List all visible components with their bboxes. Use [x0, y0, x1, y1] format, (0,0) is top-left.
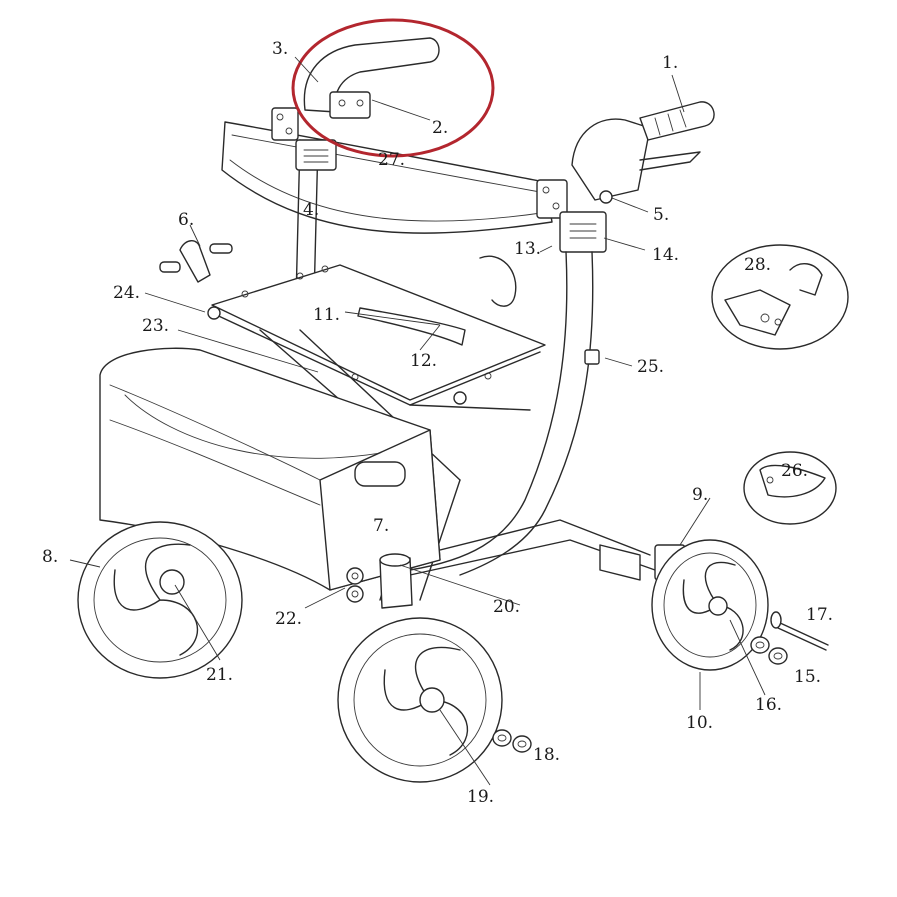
callout-6: 6.: [178, 210, 194, 230]
seat-panel: [207, 264, 600, 411]
detail-bubble-26: [743, 451, 837, 525]
washers-18: [492, 729, 532, 753]
rear-wheel-left: [77, 521, 243, 679]
front-caster-housing: [379, 553, 413, 609]
callout-8: 8.: [42, 547, 58, 567]
highlight-circle: [291, 18, 495, 158]
callout-16: 16.: [755, 695, 782, 715]
front-wheel: [337, 617, 503, 783]
washers-15: [750, 636, 788, 665]
callout-15: 15.: [794, 667, 821, 687]
backrest: [221, 107, 568, 234]
callout-12: 12.: [410, 351, 437, 371]
right-frame-post: [409, 101, 715, 576]
callout-25: 25.: [637, 357, 664, 377]
axle-bolt-17: [770, 611, 829, 651]
callout-17: 17.: [806, 605, 833, 625]
callout-20: 20.: [493, 597, 520, 617]
callout-24: 24.: [113, 283, 140, 303]
callout-3: 3.: [272, 39, 288, 59]
callout-10: 10.: [686, 713, 713, 733]
callout-7: 7.: [373, 516, 389, 536]
callout-21: 21.: [206, 665, 233, 685]
callout-19: 19.: [467, 787, 494, 807]
callout-13: 13.: [514, 239, 541, 259]
callout-11: 11.: [313, 305, 340, 325]
callout-18: 18.: [533, 745, 560, 765]
leader-lines: [69, 56, 766, 786]
rear-wheel-right: [651, 539, 769, 671]
callout-1: 1.: [662, 53, 678, 73]
callout-22: 22.: [275, 609, 302, 629]
callout-5: 5.: [653, 205, 669, 225]
callout-9: 9.: [692, 485, 708, 505]
callout-27: 27.: [378, 150, 405, 170]
hook-part-13: [479, 255, 517, 307]
callout-labels: 1. 2. 3. 4. 5. 6. 7. 8. 9. 10. 11. 12. 1…: [42, 39, 833, 807]
callout-26: 26.: [781, 461, 808, 481]
callout-23: 23.: [142, 316, 169, 336]
callout-28: 28.: [744, 255, 771, 275]
callout-14: 14.: [652, 245, 679, 265]
callout-4: 4.: [303, 200, 319, 220]
detail-bubble-28: [711, 244, 849, 350]
bracket-part-6: [159, 240, 233, 283]
callout-2: 2.: [432, 118, 448, 138]
